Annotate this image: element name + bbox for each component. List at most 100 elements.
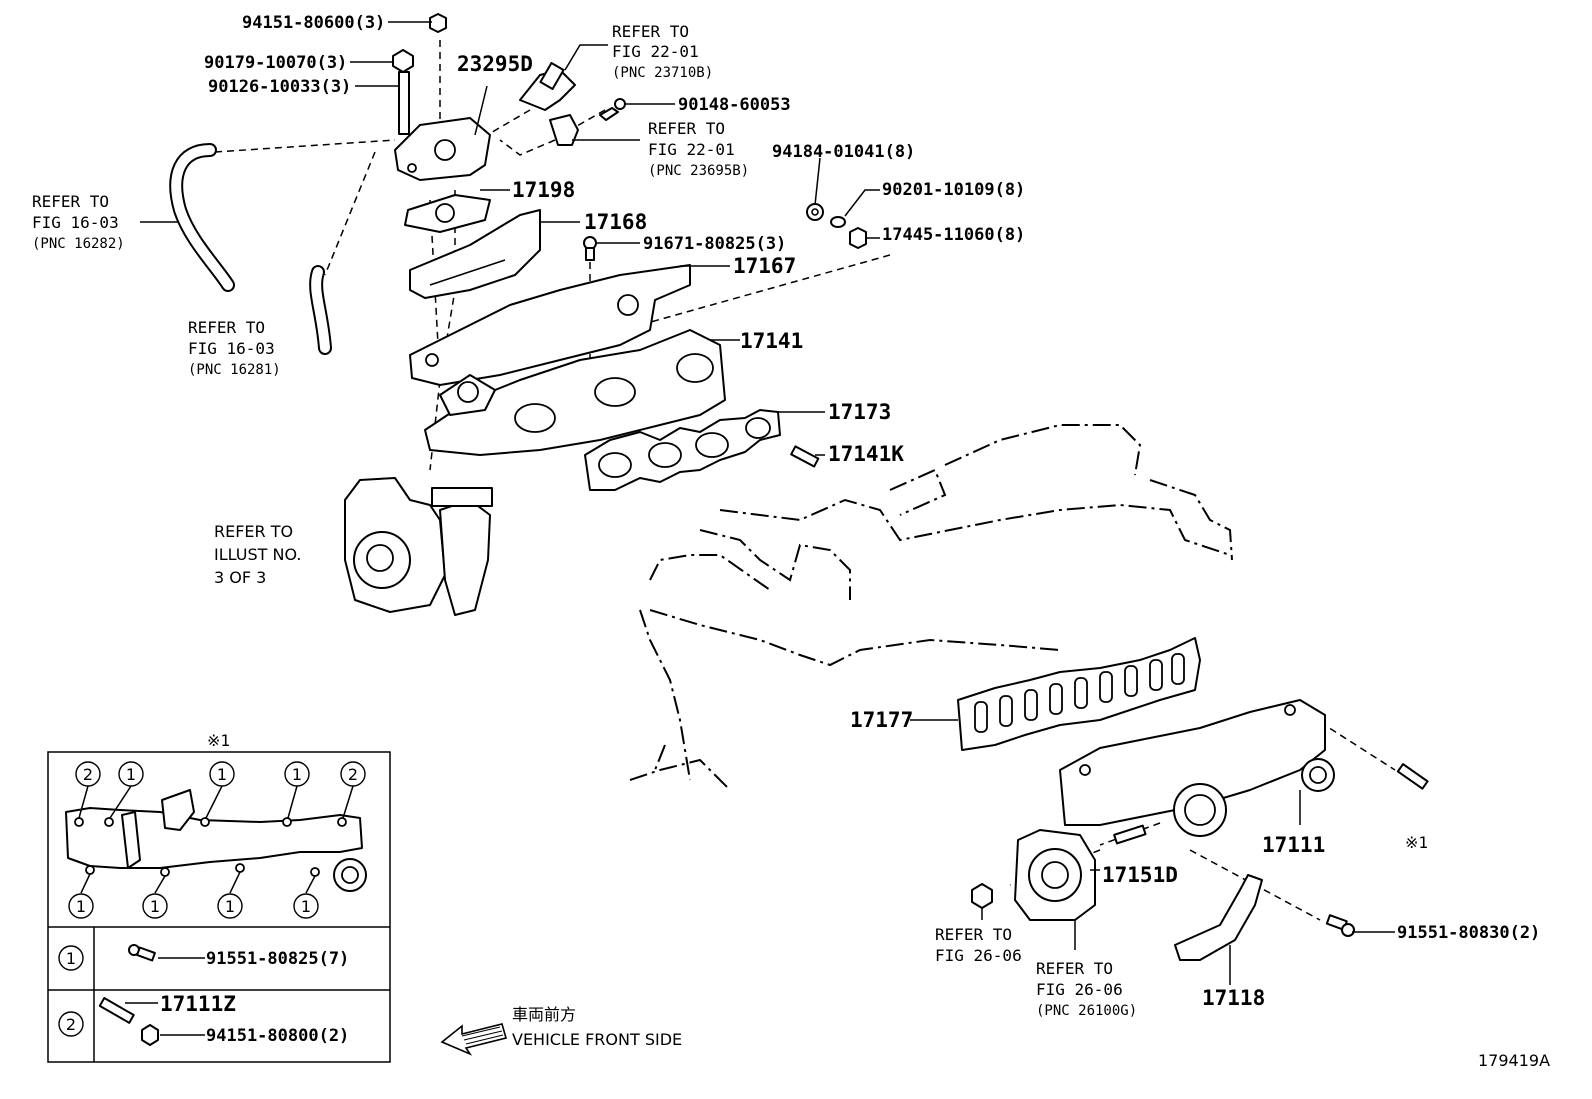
ref-fig-26-06-b-line1: REFER TO [1036,959,1113,978]
bolt-91551-80830 [1325,914,1355,937]
label-17445-11060: 17445-11060(8) [882,225,1025,245]
hose-16281 [309,265,332,355]
inset-legend-row-1: 1 91551-80825(7) [58,944,349,971]
label-94151-80600: 94151-80600(3) [242,13,385,33]
ref-fig-16-03-b-line2: FIG 16-03 [188,339,275,358]
label-23295D: 23295D [457,52,533,76]
sensor-part [549,114,579,146]
ref-fig-16-03-b-line3: (PNC 16281) [188,362,281,378]
injector-part [519,61,576,111]
inset-callout-1-top: 1 [118,761,144,787]
label-17198: 17198 [512,178,575,202]
ref-fig-16-03-a-line1: REFER TO [32,192,109,211]
label-17151D: 17151D [1102,863,1178,887]
exhaust-manifold-17141 [424,329,726,456]
svg-text:1: 1 [217,765,227,784]
svg-text:1: 1 [66,949,76,968]
ref-fig-16-03-a-line2: FIG 16-03 [32,213,119,232]
stud-17111Z-icon [98,997,135,1024]
inset-callout-2-top-left: 2 [75,761,101,787]
ref-fig-22-01-a-line2: FIG 22-01 [612,42,699,61]
ref-fig-26-06-a-line2: FIG 26-06 [935,946,1022,965]
nut-26-06 [971,883,993,909]
label-94184-01041: 94184-01041(8) [772,142,915,162]
svg-text:2: 2 [348,765,358,784]
label-90126-10033: 90126-10033(3) [208,77,351,97]
inset-title: ※1 [207,731,230,750]
inset-box: ※1 2 [47,731,391,1063]
inset-row2-part-a: 17111Z [160,992,236,1016]
inset-callout-1-top: 1 [284,761,310,787]
inset-callout-1-bottom: 1 [217,893,243,919]
svg-text:1: 1 [225,897,235,916]
inset-row2-part-b: 94151-80800(2) [206,1026,349,1046]
stud-17151D [1113,824,1147,845]
stud-inset-ref [1396,763,1429,790]
ref-fig-26-06-a-line1: REFER TO [935,925,1012,944]
ref-fig-26-06-b-line2: FIG 26-06 [1036,980,1123,999]
inset-legend-row-2: 2 17111Z 94151-80800(2) [58,992,349,1046]
svg-text:1: 1 [301,897,311,916]
label-90201-10109: 90201-10109(8) [882,180,1025,200]
label-91671-80825: 91671-80825(3) [643,234,786,254]
nut-94184 [806,203,824,221]
vehicle-front-jp: 車両前方 [512,1005,576,1024]
label-17177: 17177 [850,708,913,732]
label-17118: 17118 [1202,986,1265,1010]
nut-17445 [849,227,867,249]
ref-fig-22-01-b-line2: FIG 22-01 [648,140,735,159]
heat-insulator-17168 [409,209,541,299]
label-17173: 17173 [828,400,891,424]
label-91551-80830: 91551-80830(2) [1397,923,1540,943]
inset-callout-1-top: 1 [209,761,235,787]
inset-manifold [65,789,367,892]
inset-callout-1-bottom: 1 [142,893,168,919]
bolt-91671 [583,236,597,261]
gasket-17198 [404,194,491,233]
inset-callout-1-bottom: 1 [68,893,94,919]
throttle-body [1014,829,1096,921]
nut-94151 [429,13,447,33]
svg-text:1: 1 [76,897,86,916]
ref-fig-22-01-a-line1: REFER TO [612,22,689,41]
svg-text:2: 2 [66,1015,76,1034]
intake-manifold-17111 [1059,699,1335,837]
label-17111: 17111 [1262,833,1325,857]
exhaust-gas-valve-bracket [394,117,491,181]
vehicle-front-en: VEHICLE FRONT SIDE [512,1030,682,1049]
stud-90126 [398,71,410,135]
engine-outline [629,424,1233,791]
leader-lines [140,21,1395,985]
svg-text:1: 1 [126,765,136,784]
nut-90179 [392,49,414,73]
svg-text:2: 2 [83,765,93,784]
inset-callout-1-bottom: 1 [293,893,319,919]
hose-16282 [169,143,235,292]
svg-text:1: 1 [292,765,302,784]
ref-fig-22-01-b-line3: (PNC 23695B) [648,163,749,179]
turbocharger [344,477,493,616]
label-17167: 17167 [733,254,796,278]
stud-17141K [790,445,820,468]
label-17141: 17141 [740,329,803,353]
small-bolt-90148 [599,98,626,121]
ref-illust-line1: REFER TO [214,522,293,541]
ref-fig-22-01-a-line3: (PNC 23710B) [612,65,713,81]
label-90148-60053: 90148-60053 [678,95,791,115]
inset-callout-2-top-right: 2 [340,761,366,787]
bracket-17118 [1174,874,1263,961]
illustration-id: 179419A [1478,1051,1550,1070]
nut-94151-80800-icon [141,1024,159,1046]
gasket-17177 [957,637,1201,751]
ref-illust-line3: 3 OF 3 [214,568,266,587]
ref-fig-22-01-b-line1: REFER TO [648,119,725,138]
bolt-91551-80825-icon [128,944,156,962]
label-mark-1: ※1 [1405,833,1428,852]
ref-fig-16-03-a-line3: (PNC 16282) [32,236,125,252]
svg-text:1: 1 [150,897,160,916]
label-17168: 17168 [584,210,647,234]
vehicle-front-arrow-icon [440,1023,507,1056]
inset-row1-part: 91551-80825(7) [206,949,349,969]
label-17141K: 17141K [828,442,904,466]
